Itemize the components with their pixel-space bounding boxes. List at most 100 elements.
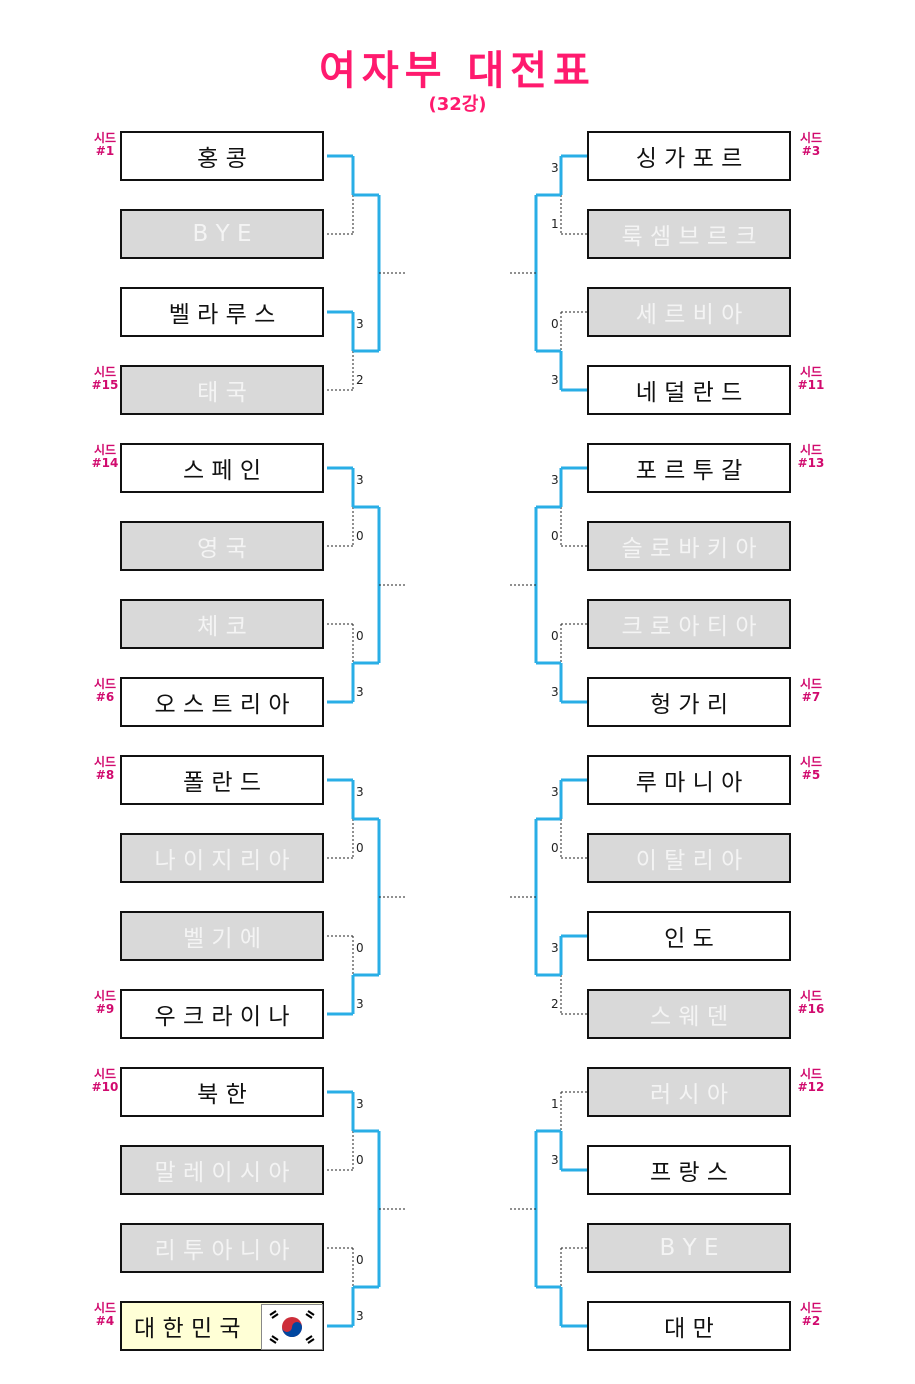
team-name: 인 도 bbox=[664, 926, 714, 952]
seed-badge: 시드#11 bbox=[791, 366, 831, 392]
seed-label: 시드 bbox=[93, 989, 117, 1003]
team-name: 슬 로 바 키 아 bbox=[621, 536, 757, 562]
team-entry: 크 로 아 티 아 bbox=[587, 599, 791, 649]
seed-label: 시드 bbox=[799, 755, 823, 769]
match-score: 0 bbox=[356, 941, 364, 955]
team-entry: B Y E bbox=[587, 1223, 791, 1273]
team-entry: 룩 셈 브 르 크 bbox=[587, 209, 791, 259]
match-score: 0 bbox=[551, 317, 559, 331]
team-name: 벨 기 에 bbox=[182, 926, 262, 952]
team-entry: 루 마 니 아 bbox=[587, 755, 791, 805]
match-score: 3 bbox=[551, 473, 559, 487]
team-name: 체 코 bbox=[197, 614, 247, 640]
team-entry: 벨 라 루 스 bbox=[120, 287, 324, 337]
team-entry: 스 웨 덴 bbox=[587, 989, 791, 1039]
team-entry: 리 투 아 니 아 bbox=[120, 1223, 324, 1273]
match-score: 1 bbox=[551, 217, 559, 231]
seed-label: 시드 bbox=[93, 677, 117, 691]
match-score: 3 bbox=[551, 161, 559, 175]
seed-label: 시드 bbox=[799, 131, 823, 145]
match-score: 3 bbox=[551, 685, 559, 699]
seed-label: 시드 bbox=[799, 1067, 823, 1081]
seed-number: #12 bbox=[797, 1080, 825, 1094]
seed-label: 시드 bbox=[93, 755, 117, 769]
team-entry: 인 도 bbox=[587, 911, 791, 961]
team-name: 말 레 이 시 아 bbox=[154, 1160, 290, 1186]
bracket-subtitle: (32강) bbox=[428, 94, 487, 115]
team-entry: 프 랑 스 bbox=[587, 1145, 791, 1195]
team-name: 세 르 비 아 bbox=[635, 302, 743, 328]
match-score: 2 bbox=[551, 997, 559, 1011]
seed-number: #6 bbox=[95, 690, 115, 704]
match-score: 3 bbox=[356, 1097, 364, 1111]
team-name: 싱 가 포 르 bbox=[635, 146, 743, 172]
seed-number: #3 bbox=[801, 144, 821, 158]
team-name: 북 한 bbox=[197, 1082, 247, 1108]
seed-badge: 시드#12 bbox=[791, 1068, 831, 1094]
seed-badge: 시드#13 bbox=[791, 444, 831, 470]
seed-badge: 시드#10 bbox=[85, 1068, 125, 1094]
team-name: 러 시 아 bbox=[649, 1082, 729, 1108]
match-score: 3 bbox=[551, 1153, 559, 1167]
seed-badge: 시드#1 bbox=[85, 132, 125, 158]
team-name: 프 랑 스 bbox=[649, 1160, 729, 1186]
team-name: 오 스 트 리 아 bbox=[154, 692, 290, 718]
match-score: 3 bbox=[356, 997, 364, 1011]
seed-badge: 시드#6 bbox=[85, 678, 125, 704]
match-score: 0 bbox=[356, 1253, 364, 1267]
match-score: 0 bbox=[356, 841, 364, 855]
team-name: 대 만 bbox=[664, 1316, 714, 1342]
team-entry: 포 르 투 갈 bbox=[587, 443, 791, 493]
seed-number: #16 bbox=[797, 1002, 825, 1016]
team-name: 리 투 아 니 아 bbox=[154, 1238, 290, 1264]
team-name: B Y E bbox=[192, 221, 252, 247]
team-name: 우 크 라 이 나 bbox=[154, 1004, 290, 1030]
team-entry: 오 스 트 리 아 bbox=[120, 677, 324, 727]
team-name: 벨 라 루 스 bbox=[168, 302, 276, 328]
team-entry: 헝 가 리 bbox=[587, 677, 791, 727]
team-name: 스 웨 덴 bbox=[649, 1004, 729, 1030]
team-name: 태 국 bbox=[197, 380, 247, 406]
team-name: 나 이 지 리 아 bbox=[154, 848, 290, 874]
match-score: 0 bbox=[551, 629, 559, 643]
seed-label: 시드 bbox=[799, 365, 823, 379]
team-entry: 스 페 인 bbox=[120, 443, 324, 493]
team-entry: 러 시 아 bbox=[587, 1067, 791, 1117]
team-name: 루 마 니 아 bbox=[635, 770, 743, 796]
team-entry: 북 한 bbox=[120, 1067, 324, 1117]
seed-badge: 시드#9 bbox=[85, 990, 125, 1016]
team-name: 포 르 투 갈 bbox=[635, 458, 743, 484]
seed-badge: 시드#5 bbox=[791, 756, 831, 782]
team-name: 크 로 아 티 아 bbox=[621, 614, 757, 640]
seed-badge: 시드#2 bbox=[791, 1302, 831, 1328]
match-score: 3 bbox=[356, 685, 364, 699]
seed-badge: 시드#3 bbox=[791, 132, 831, 158]
team-name: 영 국 bbox=[197, 536, 247, 562]
seed-badge: 시드#4 bbox=[85, 1302, 125, 1328]
team-entry: 태 국 bbox=[120, 365, 324, 415]
team-entry: 싱 가 포 르 bbox=[587, 131, 791, 181]
seed-badge: 시드#15 bbox=[85, 366, 125, 392]
match-score: 0 bbox=[551, 529, 559, 543]
team-entry: 이 탈 리 아 bbox=[587, 833, 791, 883]
korea-flag-icon bbox=[261, 1304, 323, 1350]
team-name: 폴 란 드 bbox=[182, 770, 262, 796]
seed-number: #8 bbox=[95, 768, 115, 782]
team-name: 룩 셈 브 르 크 bbox=[621, 224, 757, 250]
match-score: 3 bbox=[551, 785, 559, 799]
team-entry: 세 르 비 아 bbox=[587, 287, 791, 337]
team-entry: 네 덜 란 드 bbox=[587, 365, 791, 415]
team-entry: 말 레 이 시 아 bbox=[120, 1145, 324, 1195]
seed-badge: 시드#8 bbox=[85, 756, 125, 782]
team-entry: 슬 로 바 키 아 bbox=[587, 521, 791, 571]
seed-label: 시드 bbox=[799, 1301, 823, 1315]
seed-number: #14 bbox=[91, 456, 119, 470]
team-entry: 영 국 bbox=[120, 521, 324, 571]
seed-number: #5 bbox=[801, 768, 821, 782]
seed-label: 시드 bbox=[93, 1067, 117, 1081]
seed-label: 시드 bbox=[93, 131, 117, 145]
seed-number: #7 bbox=[801, 690, 821, 704]
team-entry: 우 크 라 이 나 bbox=[120, 989, 324, 1039]
bracket-title: 여자부 대전표 bbox=[319, 48, 596, 94]
